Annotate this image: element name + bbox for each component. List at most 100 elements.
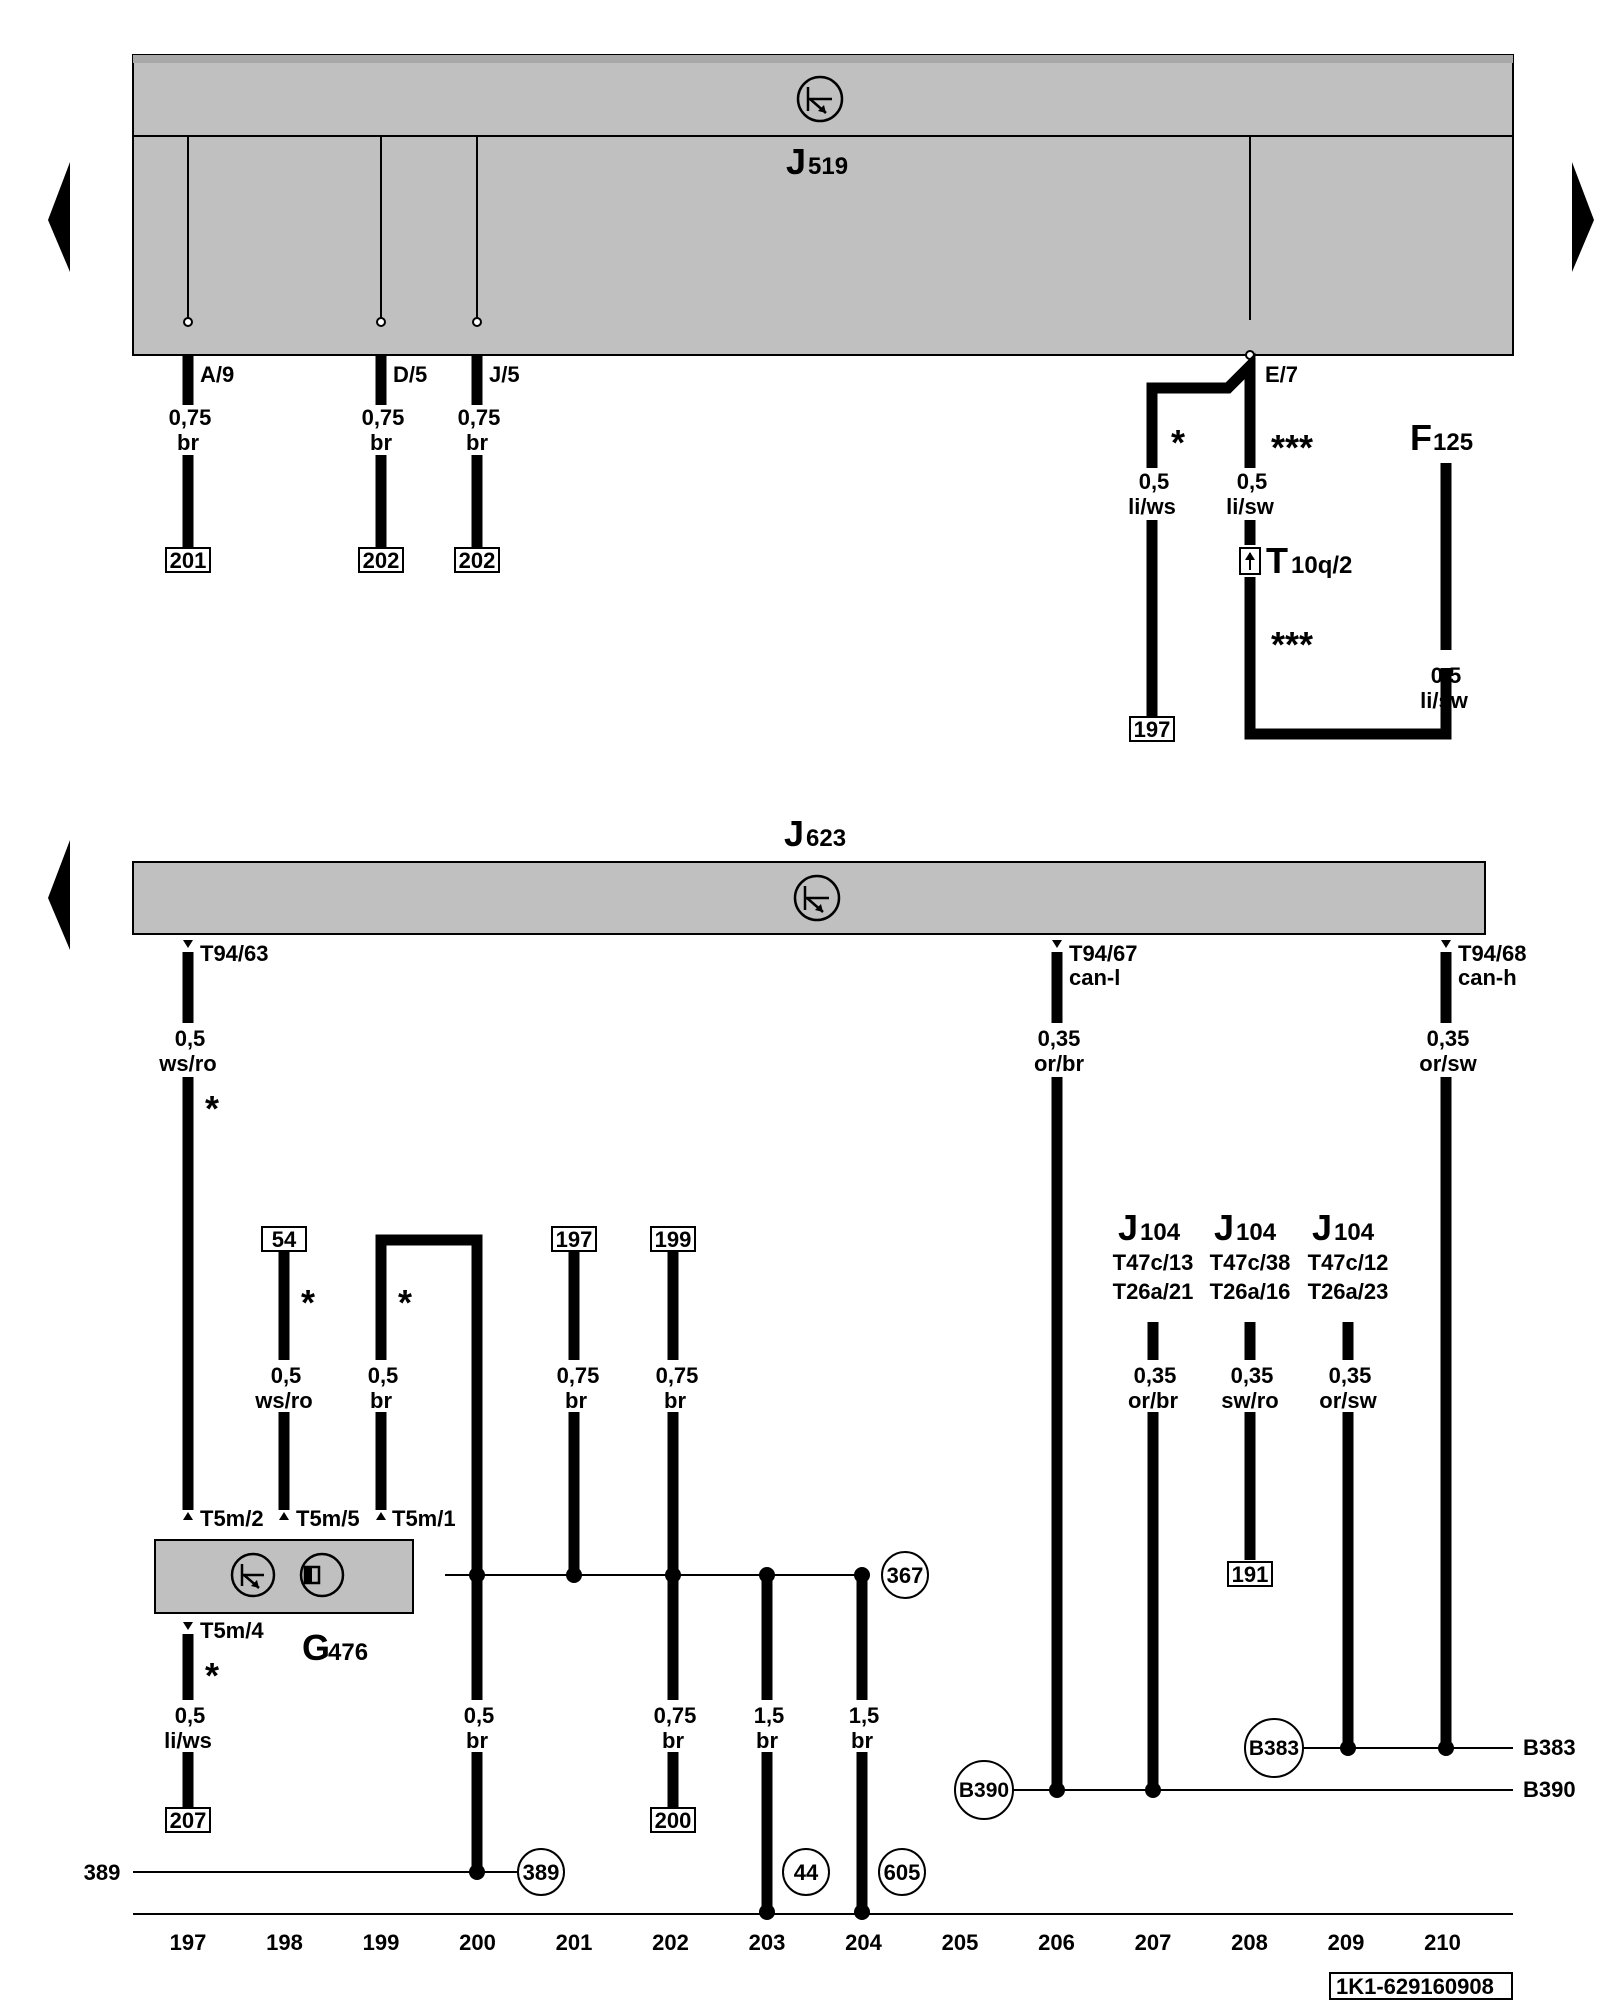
ref-box-200[interactable] <box>650 1807 696 1833</box>
node-44[interactable] <box>782 1848 830 1896</box>
ref-box-202[interactable] <box>454 547 500 573</box>
control-unit-symbol-icon <box>796 75 844 123</box>
page-prev-arrow-icon[interactable] <box>48 840 70 950</box>
wire-size: 0,35 <box>1231 1363 1274 1388</box>
j623-name-sub: 623 <box>806 825 846 852</box>
ref-box-label: 201 <box>170 548 207 573</box>
track-number: 210 <box>1424 1930 1461 1955</box>
ref-box-label: 200 <box>655 1808 692 1833</box>
wire-size: 0,75 <box>654 1703 697 1728</box>
wire-color: br <box>756 1728 778 1753</box>
wire-size: 0,35 <box>1038 1026 1081 1051</box>
wire-color: br <box>565 1388 587 1413</box>
wire-color: br <box>466 1728 488 1753</box>
ref-box-207[interactable] <box>165 1807 211 1833</box>
pin-label: T26a/21 <box>1113 1279 1194 1304</box>
signal-label: can-l <box>1069 965 1120 990</box>
wire-size: 0,5 <box>464 1703 495 1728</box>
wire-204 <box>854 1575 870 1920</box>
j623-can-low-wire <box>1049 940 1065 1798</box>
wire-color: li/ws <box>1128 494 1176 519</box>
wire-color: br <box>177 430 199 455</box>
g476-sensor-box <box>154 1539 414 1614</box>
j623-name: J <box>784 813 804 854</box>
node-label: 605 <box>884 1860 921 1885</box>
ref-box-191[interactable] <box>1227 1561 1273 1587</box>
wire-color: br <box>851 1728 873 1753</box>
doc-id: 1K1-629160908 <box>1336 1974 1494 1999</box>
track-number: 207 <box>1135 1930 1172 1955</box>
bus-end-label: B383 <box>1523 1735 1576 1760</box>
pin-label: T5m/4 <box>200 1618 264 1643</box>
note-mark: *** <box>1271 624 1313 665</box>
track-number: 198 <box>266 1930 303 1955</box>
wire-color: br <box>664 1388 686 1413</box>
j519-pin-a9-wire <box>182 317 194 548</box>
wire-199 <box>375 1234 483 1575</box>
page-next-arrow-icon[interactable] <box>1572 162 1594 272</box>
wire-color: or/sw <box>1319 1388 1377 1413</box>
node-367[interactable] <box>881 1551 929 1599</box>
node-label: 44 <box>794 1860 819 1885</box>
pin-label: T94/63 <box>200 941 269 966</box>
wire-size: 0,5 <box>1237 469 1268 494</box>
j519-pin-j5-wire <box>471 317 483 548</box>
track-number: 205 <box>942 1930 979 1955</box>
pin-label-j5: J/5 <box>489 362 520 387</box>
pin-label: T5m/1 <box>392 1506 456 1531</box>
node-389[interactable] <box>517 1848 565 1896</box>
wire-198 <box>278 1251 290 1520</box>
node-b383[interactable] <box>1244 1718 1304 1778</box>
ref-box-label: 202 <box>459 548 496 573</box>
wire-color: sw/ro <box>1221 1388 1278 1413</box>
ref-box-label: 197 <box>556 1227 593 1252</box>
wire-200 <box>469 1575 485 1880</box>
ref-box-201[interactable] <box>165 547 211 573</box>
wire-size: 0,75 <box>557 1363 600 1388</box>
j519-top-edge <box>133 55 1513 63</box>
node-b390[interactable] <box>954 1760 1014 1820</box>
j104-wire-209 <box>1340 1322 1356 1756</box>
wire-size: 0,5 <box>368 1363 399 1388</box>
wire-202 <box>665 1251 681 1808</box>
j519-pin-d5-wire <box>375 317 387 548</box>
ref-box-202[interactable] <box>358 547 404 573</box>
track-number: 197 <box>170 1930 207 1955</box>
ref-box-54[interactable] <box>261 1226 307 1252</box>
wire-color: or/sw <box>1419 1051 1477 1076</box>
wire-color: li/sw <box>1226 494 1275 519</box>
j104-name: J <box>1214 1207 1234 1248</box>
ref-box-label: 191 <box>1232 1562 1269 1587</box>
wire-size: 0,75 <box>169 405 212 430</box>
j623-t94-63-wire <box>182 940 194 1520</box>
wire-size: 0,35 <box>1329 1363 1372 1388</box>
g476-name-sub: 476 <box>328 1639 368 1666</box>
j104-name: J <box>1118 1207 1138 1248</box>
control-unit-symbol-icon <box>230 1552 276 1598</box>
node-605[interactable] <box>878 1848 926 1896</box>
track-number: 200 <box>459 1930 496 1955</box>
wire-size: 1,5 <box>849 1703 880 1728</box>
track-number: 206 <box>1038 1930 1075 1955</box>
wire-size: 0,5 <box>271 1363 302 1388</box>
pin-label: T5m/5 <box>296 1506 360 1531</box>
g476-t5m4-wire <box>182 1622 194 1808</box>
pin-label-a9: A/9 <box>200 362 234 387</box>
track-number: 209 <box>1328 1930 1365 1955</box>
track-number: 208 <box>1231 1930 1268 1955</box>
wire-size: 0,5 <box>175 1026 206 1051</box>
wire-size: 0,5 <box>1431 663 1462 688</box>
wire-color: br <box>370 430 392 455</box>
page-prev-arrow-icon[interactable] <box>48 162 70 272</box>
j104-name-sub: 104 <box>1334 1219 1375 1246</box>
wire-color: or/br <box>1034 1051 1085 1076</box>
bus-end-label: B390 <box>1523 1777 1576 1802</box>
wire-color: or/br <box>1128 1388 1179 1413</box>
ref-box-197[interactable] <box>1129 716 1175 742</box>
note-mark: * <box>398 1282 412 1323</box>
pin-label: T47c/12 <box>1308 1250 1389 1275</box>
pin-label-e7: E/7 <box>1265 362 1298 387</box>
control-unit-symbol-icon <box>793 874 841 922</box>
j519-name-sub: 519 <box>808 153 848 180</box>
connector-t10q-icon <box>1239 547 1261 575</box>
